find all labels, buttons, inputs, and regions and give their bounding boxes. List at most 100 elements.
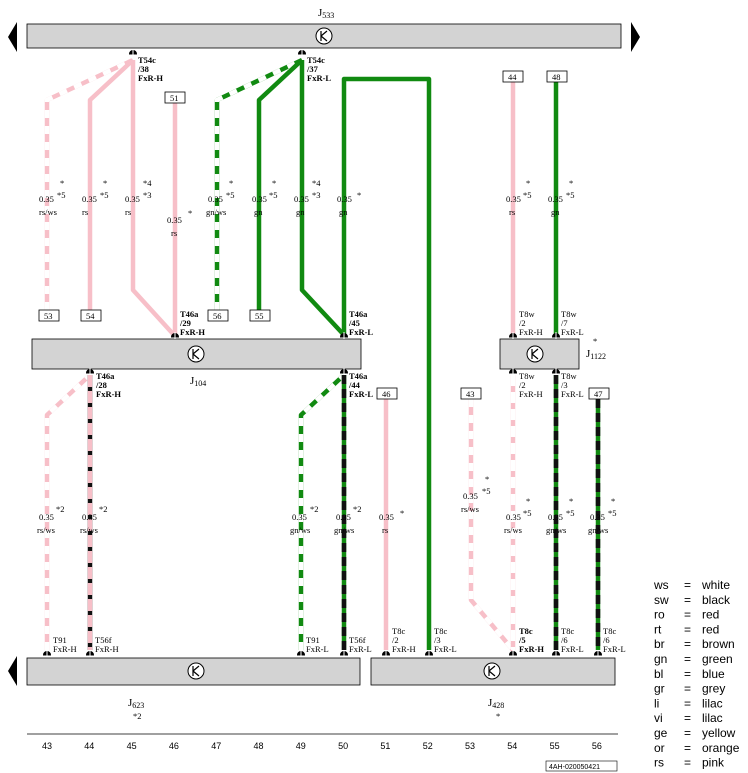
legend-entry: = <box>684 682 691 696</box>
color-legend: ws=whitesw=blackro=redrt=redbr=browngn=g… <box>653 578 740 770</box>
column-number: 43 <box>42 741 52 751</box>
legend-entry: brown <box>702 637 735 651</box>
column-number: 53 <box>465 741 475 751</box>
legend-entry: gr <box>654 682 665 696</box>
wire-note: *5 <box>608 508 617 518</box>
column-number: 45 <box>127 741 137 751</box>
wire-note: * <box>357 190 361 200</box>
ground-symbol-icon <box>526 345 544 363</box>
column-number: 47 <box>211 741 221 751</box>
legend-entry: orange <box>702 741 740 755</box>
wire-segment <box>299 60 346 337</box>
legend-entry: = <box>684 696 691 710</box>
legend-entry: li <box>654 696 659 710</box>
legend-entry: = <box>684 637 691 651</box>
legend-entry: = <box>684 667 691 681</box>
wire-note: *4 <box>312 178 321 188</box>
legend-entry: = <box>684 741 691 755</box>
column-number: 46 <box>169 741 179 751</box>
ground-symbol-icon <box>187 345 205 363</box>
legend-entry: sw <box>654 593 669 607</box>
ref-box-56: 56 <box>213 311 222 321</box>
wire-note: *3 <box>312 190 321 200</box>
column-number: 55 <box>550 741 560 751</box>
unit-note-j1122: * <box>593 336 597 346</box>
legend-entry: = <box>684 622 691 636</box>
wire-note: * <box>272 178 276 188</box>
unit-note-j623: *2 <box>133 711 142 721</box>
legend-entry: red <box>702 622 719 636</box>
unit-note-j428: * <box>496 711 500 721</box>
wire-note: *5 <box>482 486 491 496</box>
ground-symbol-icon <box>315 27 333 45</box>
legend-entry: yellow <box>702 726 736 740</box>
wire-segment <box>87 58 135 310</box>
column-number: 44 <box>84 741 94 751</box>
wire-note: *5 <box>57 190 66 200</box>
wire-stripe <box>44 57 134 310</box>
column-number: 49 <box>296 741 306 751</box>
wire-note: *2 <box>99 504 108 514</box>
legend-entry: red <box>702 608 719 622</box>
legend-entry: green <box>702 652 733 666</box>
wire-note: *5 <box>226 190 235 200</box>
wire-stripe <box>44 373 92 650</box>
legend-entry: lilac <box>702 696 723 710</box>
wire-note: * <box>60 178 64 188</box>
ref-box-48: 48 <box>552 72 561 82</box>
wire-stripe <box>468 399 515 652</box>
left-continuation-arrow <box>8 656 17 686</box>
legend-entry: or <box>654 741 665 755</box>
unit-label-j1122: J1122 <box>586 348 606 361</box>
wire-note: *5 <box>566 508 575 518</box>
legend-entry: = <box>684 593 691 607</box>
legend-entry: = <box>684 711 691 725</box>
unit-label-j428: J428 <box>488 697 504 710</box>
wire-note: *2 <box>310 504 319 514</box>
column-number: 51 <box>380 741 390 751</box>
wire-note: *4 <box>143 178 152 188</box>
wire-note: * <box>400 508 404 518</box>
unit-label-j104: J104 <box>190 375 206 388</box>
ground-symbol-icon <box>483 662 501 680</box>
doc-number-box <box>545 760 618 772</box>
wire-stripe <box>298 373 346 650</box>
column-number: 48 <box>254 741 264 751</box>
ground-symbol-icon <box>187 662 205 680</box>
wire-note: * <box>526 178 530 188</box>
ref-box-44: 44 <box>508 72 517 82</box>
wire-note: * <box>526 496 530 506</box>
unit-label-j623: J623 <box>128 697 144 710</box>
ref-box-46: 46 <box>382 389 391 399</box>
legend-entry: bl <box>654 667 663 681</box>
legend-entry: = <box>684 726 691 740</box>
legend-entry: ge <box>654 726 668 740</box>
legend-entry: grey <box>702 682 725 696</box>
doc-number: 4AH-020050421 <box>549 764 600 771</box>
wire-note: *5 <box>566 190 575 200</box>
legend-entry: black <box>702 593 731 607</box>
legend-entry: vi <box>654 711 663 725</box>
